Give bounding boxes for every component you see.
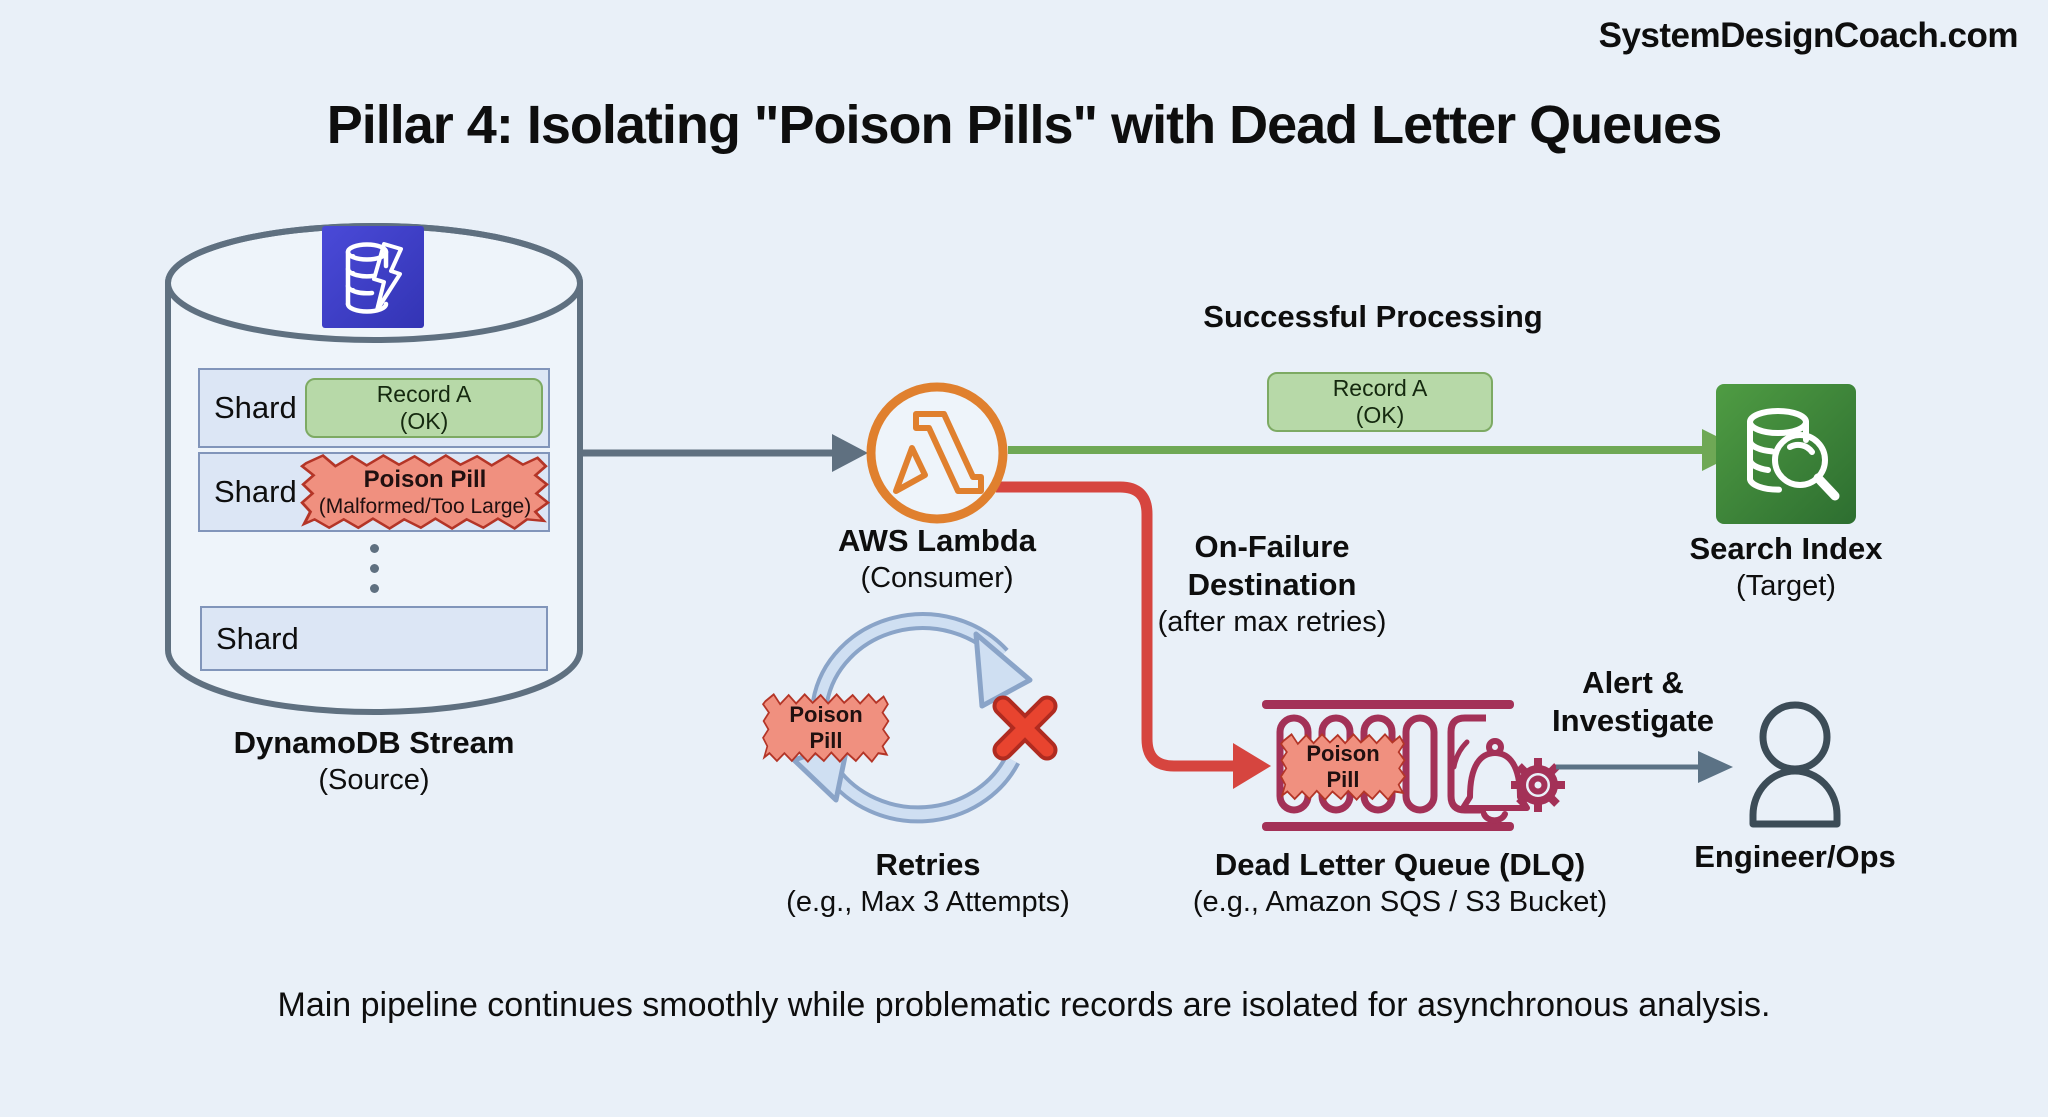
alarm-bell-icon xyxy=(1451,738,1530,824)
dynamodb-streams-icon xyxy=(322,226,424,328)
shard-row-empty: Shard xyxy=(200,606,548,671)
record-a-line2: (OK) xyxy=(399,408,449,434)
poison-pill-text: Poison Pill xyxy=(789,702,863,753)
starburst-shape xyxy=(1280,733,1406,801)
search-index-icon xyxy=(1716,384,1856,524)
poison-pill-shard-badge: Poison Pill (Malformed/Too Large) xyxy=(300,454,550,530)
target-title: Search Index xyxy=(1689,531,1883,566)
retries-title: Retries xyxy=(875,847,981,882)
record-a-box: Record A (OK) xyxy=(305,378,543,438)
watermark: SystemDesignCoach.com xyxy=(1598,16,2019,55)
consumer-label: AWS Lambda (Consumer) xyxy=(838,522,1036,596)
record-a-line1: Record A xyxy=(1332,375,1428,401)
success-arrow xyxy=(1008,429,1744,471)
gear-icon xyxy=(1511,758,1565,812)
shard-row-ok: Shard Record A (OK) xyxy=(198,368,550,448)
record-a-line2: (OK) xyxy=(1355,402,1405,428)
poison-pill-text: Poison Pill xyxy=(1306,741,1380,792)
shard-label: Shard xyxy=(214,474,297,509)
dlq-title: Dead Letter Queue (DLQ) xyxy=(1214,847,1586,882)
starburst-shape xyxy=(300,454,550,530)
failure-label: On-Failure Destination (after max retrie… xyxy=(1157,529,1387,638)
target-label: Search Index (Target) xyxy=(1690,530,1883,604)
dlq-subtitle: (e.g., Amazon SQS / S3 Bucket) xyxy=(1192,886,1608,918)
stream-to-lambda-arrow xyxy=(581,434,868,472)
source-label: DynamoDB Stream (Source) xyxy=(234,724,515,798)
record-a-line1: Record A xyxy=(376,381,472,407)
failure-x-icon xyxy=(992,695,1058,761)
poison-pill-text: Poison Pill (Malformed/Too Large) xyxy=(318,465,532,518)
shard-label: Shard xyxy=(216,620,299,656)
record-a-inflight-box: Record A (OK) xyxy=(1267,372,1493,432)
engineer-person-icon xyxy=(1749,701,1841,828)
source-title: DynamoDB Stream xyxy=(233,725,515,760)
poison-pill-dlq-badge: Poison Pill xyxy=(1280,733,1406,801)
engineer-label: Engineer/Ops xyxy=(1694,839,1896,874)
consumer-title: AWS Lambda xyxy=(837,523,1037,558)
retries-subtitle: (e.g., Max 3 Attempts) xyxy=(786,886,1070,918)
target-subtitle: (Target) xyxy=(1736,570,1836,602)
starburst-shape xyxy=(762,693,890,763)
page-title: Pillar 4: Isolating "Poison Pills" with … xyxy=(326,95,1723,155)
alert-label: Alert & Investigate xyxy=(1552,665,1714,738)
poison-pill-retry-badge: Poison Pill xyxy=(762,693,890,763)
consumer-subtitle: (Consumer) xyxy=(860,562,1014,594)
shard-label: Shard xyxy=(214,390,297,425)
alert-arrow xyxy=(1556,751,1733,783)
retries-label: Retries (e.g., Max 3 Attempts) xyxy=(786,846,1070,920)
aws-lambda-icon xyxy=(866,382,1008,524)
source-subtitle: (Source) xyxy=(318,764,430,796)
success-label: Successful Processing xyxy=(1203,299,1543,334)
caption: Main pipeline continues smoothly while p… xyxy=(277,986,1771,1024)
dlq-label: Dead Letter Queue (DLQ) (e.g., Amazon SQ… xyxy=(1193,846,1607,920)
